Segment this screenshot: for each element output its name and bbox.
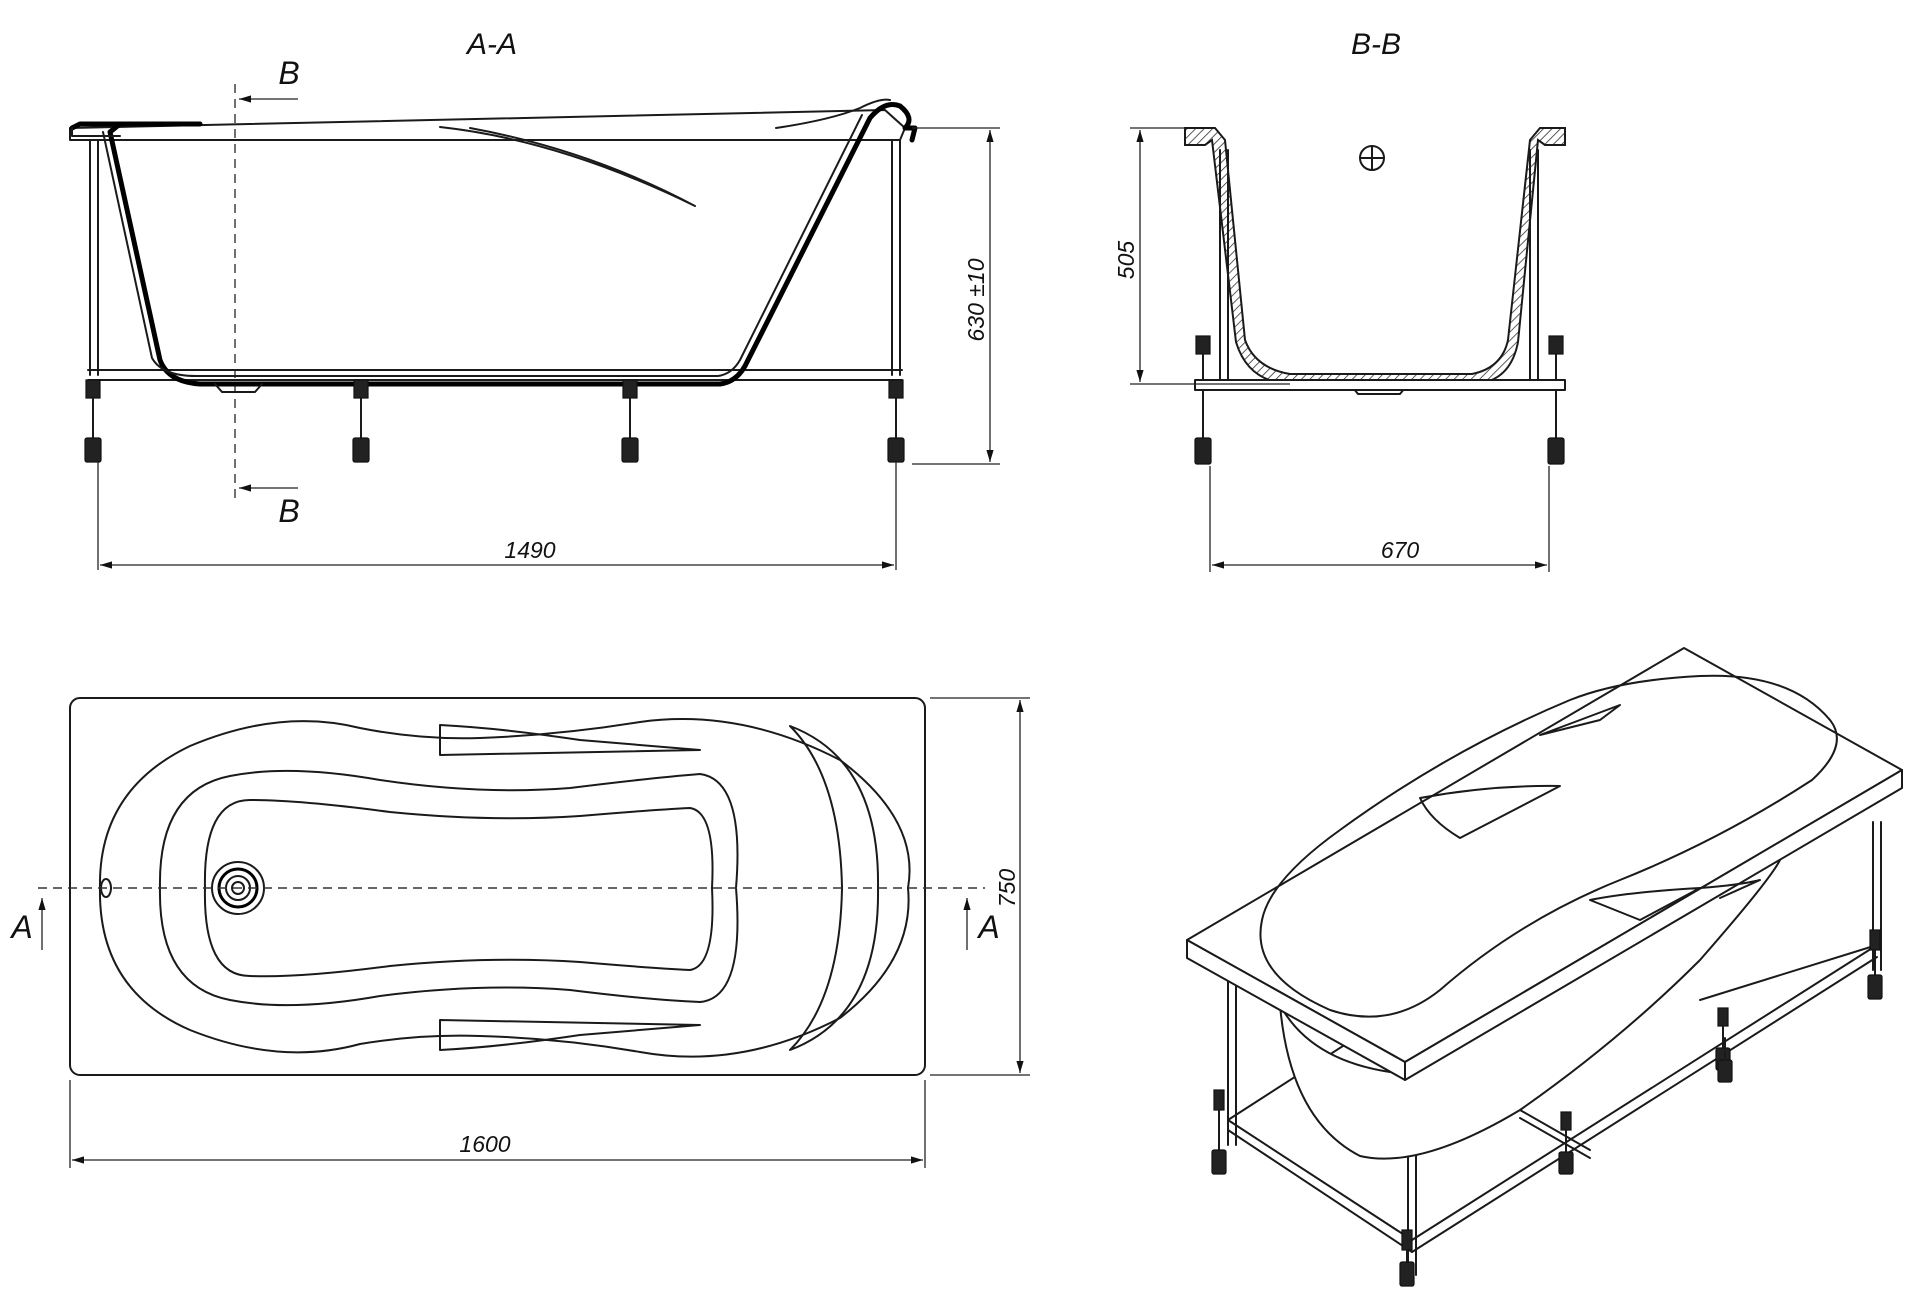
cut-label-left: A [9,909,32,945]
iso-bowl-opening [1259,674,1838,1018]
dim-label-505: 505 [1113,241,1139,280]
grip-top [439,724,701,756]
drain-outlet [214,383,263,393]
section-aa-legs [84,379,905,463]
cut-label-top: B [278,55,299,91]
section-bb-title: B-B [1351,28,1401,61]
iso-legs [1211,929,1883,1287]
iso-grip-far [1419,784,1561,839]
cut-label-bottom: B [278,493,299,529]
bb-shell-cross-section [1184,127,1566,385]
bb-frame-bar [1194,379,1566,391]
tub-shell-outline [69,102,918,387]
dim-label-1600: 1600 [459,1131,510,1157]
isometric-view [1186,647,1903,1287]
rim-edge [69,109,906,141]
headrest-curve [439,126,696,207]
plan-view: A A 1600 750 [9,697,1030,1168]
iso-rim-side [1404,769,1903,1081]
section-bb-legs [1194,335,1565,465]
section-aa-title: A-A [465,28,517,61]
section-aa-view: A-A B B [69,28,1000,570]
section-bb-view: B-B 505 [1113,28,1566,572]
dim-label-1490: 1490 [504,537,555,563]
iso-grip-near-edge [1699,879,1761,899]
tub-inner-wall [102,114,863,377]
dim-label-670: 670 [1381,537,1420,563]
iso-frame [1227,821,1882,1276]
head-end-rise [775,98,891,129]
frame-posts [87,139,903,381]
plan-bowl-inner [203,799,714,978]
headrest-crescent [789,725,880,1051]
iso-grip-edge [1539,704,1621,736]
cut-label-right: A [976,909,999,945]
dim-label-750: 750 [994,869,1020,908]
plan-outline [69,697,926,1076]
grip-bottom [439,1019,701,1051]
dim-label-630: 630 ±10 [963,258,989,341]
